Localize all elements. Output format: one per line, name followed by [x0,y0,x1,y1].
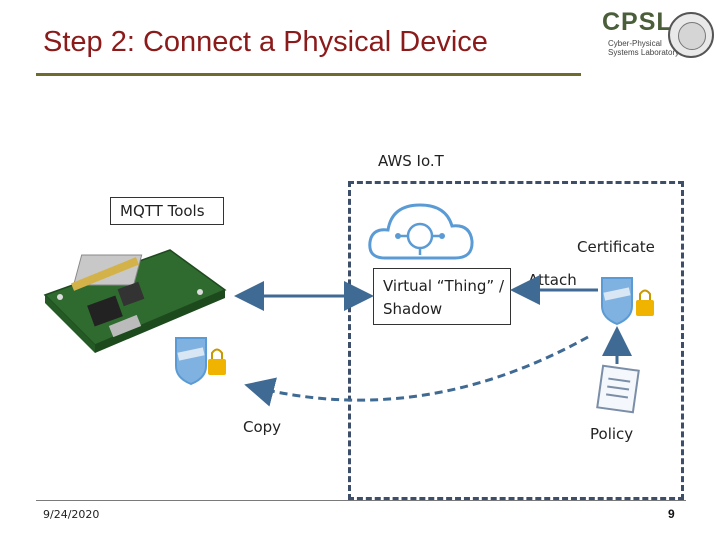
slide-title: Step 2: Connect a Physical Device [43,26,488,58]
logo-subtitle: Cyber-Physical Systems Laboratory [608,39,679,57]
slide-date: 9/24/2020 [43,508,100,521]
device-certificate-shield-icon [175,337,226,386]
virtual-thing-label-line2: Shadow [383,300,443,318]
title-underline [36,73,581,76]
certificate-shield-icon [601,277,654,326]
policy-label: Policy [590,425,634,443]
university-seal-icon [668,12,714,58]
aws-iot-boundary [348,181,684,500]
cpsl-logo: CPSL Cyber-Physical Systems Laboratory [598,8,716,60]
copy-dashed-arrow [244,335,589,407]
certificate-label: Certificate [577,238,655,256]
virtual-thing-label-line1: Virtual “Thing” / [383,277,505,295]
logo-name: CPSL [602,8,673,36]
policy-document-icon [596,364,640,414]
page-number: 9 [668,507,675,521]
aws-iot-label: AWS Io.T [378,152,444,170]
footer-rule [36,500,686,501]
mqtt-tools-box: MQTT Tools [110,197,224,225]
virtual-thing-box: Virtual “Thing” / Shadow [373,268,511,325]
copy-label: Copy [243,418,282,436]
aws-iot-cloud-icon [368,203,474,260]
logo-subtitle-line2: Systems Laboratory [608,48,680,57]
attach-label: Attach [528,271,577,289]
logo-subtitle-line1: Cyber-Physical [608,39,662,48]
raspberry-pi-board [43,249,227,353]
mqtt-tools-label: MQTT Tools [120,202,205,220]
